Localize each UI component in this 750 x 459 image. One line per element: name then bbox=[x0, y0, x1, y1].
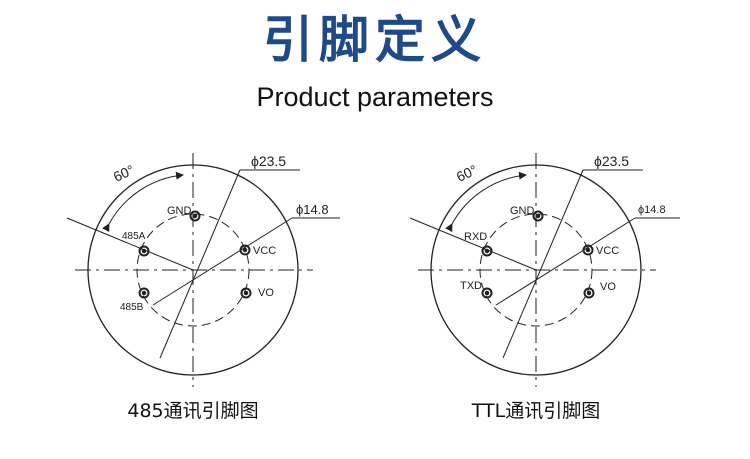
pin-label-txd: TXD bbox=[460, 280, 482, 292]
pin-label-rxd: RXD bbox=[464, 231, 487, 243]
page-title: 引脚定义 bbox=[263, 11, 487, 69]
diagram-485 bbox=[66, 153, 340, 387]
outer-diameter-label: ϕ23.5 bbox=[594, 153, 629, 169]
pin-label-vcc: VCC bbox=[253, 245, 276, 257]
diagram-ttl-labels: 60° ϕ23.5 ϕ14.8 GND VCC VO TXD RXD bbox=[454, 153, 666, 293]
pin-label-485a: 485A bbox=[122, 231, 146, 242]
pin-label-vo: VO bbox=[258, 287, 274, 299]
outer-diameter-leader bbox=[502, 169, 584, 359]
inner-diameter-label: ϕ14.8 bbox=[638, 204, 666, 216]
angle-arc bbox=[102, 171, 184, 233]
diagram-ttl bbox=[409, 153, 680, 387]
angle-leader bbox=[66, 217, 194, 271]
pin-label-gnd: GND bbox=[167, 205, 192, 217]
pin-hole-485a bbox=[138, 245, 150, 257]
pin-hole-vcc bbox=[239, 244, 251, 256]
inner-diameter-leader bbox=[495, 217, 636, 306]
outer-diameter-label: ϕ23.5 bbox=[251, 153, 286, 169]
outer-diameter-leader bbox=[159, 169, 241, 359]
pin-hole-vcc bbox=[582, 244, 594, 256]
diagram-485-labels: 60° ϕ23.5 ϕ14.8 GND VCC VO 485B 485A bbox=[111, 153, 329, 313]
pin-label-vcc: VCC bbox=[596, 245, 619, 257]
pin-hole-vo bbox=[240, 287, 252, 299]
pin-hole-rxd bbox=[481, 245, 493, 257]
caption-ttl: TTL通讯引脚图 bbox=[471, 400, 601, 422]
page-subtitle: Product parameters bbox=[256, 82, 494, 112]
pin-hole-485b bbox=[138, 287, 150, 299]
pin-label-gnd: GND bbox=[510, 205, 535, 217]
pin-hole-vo bbox=[583, 287, 595, 299]
inner-diameter-label: ϕ14.8 bbox=[296, 202, 329, 217]
angle-leader bbox=[409, 217, 537, 271]
pin-hole-txd bbox=[481, 287, 493, 299]
pin-label-vo: VO bbox=[600, 281, 616, 293]
pin-hole-gnd bbox=[189, 210, 201, 222]
pin-hole-gnd bbox=[532, 210, 544, 222]
pin-label-485b: 485B bbox=[120, 302, 144, 313]
angle-label: 60° bbox=[111, 161, 137, 184]
angle-arc bbox=[445, 171, 527, 233]
inner-diameter-leader bbox=[152, 217, 293, 306]
angle-label: 60° bbox=[454, 161, 480, 184]
caption-485: 485通讯引脚图 bbox=[127, 400, 259, 422]
